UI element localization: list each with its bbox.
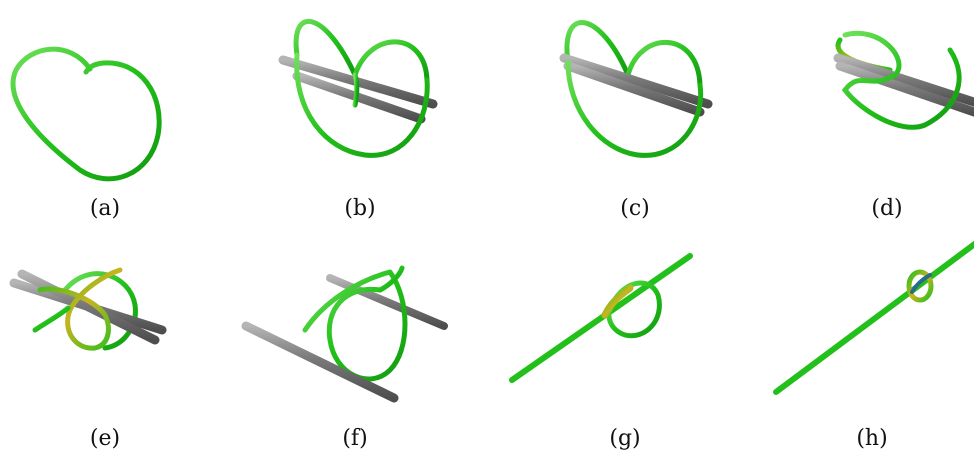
panel-g: (g) [500,230,750,453]
rope-diagram-h [770,230,974,453]
caption-c: (c) [520,196,750,221]
rod-upper [564,58,708,104]
rope [13,49,159,179]
rope-standing-part [776,240,974,392]
panel-f: (f) [230,230,480,453]
caption-b: (b) [245,196,475,221]
caption-e: (e) [0,426,210,451]
panel-a: (a) [0,0,210,230]
rope-tail [35,308,68,330]
panel-d: (d) [800,0,974,230]
rod-lower [568,66,700,112]
rope-back-2 [355,42,427,80]
caption-a: (a) [0,196,210,221]
rope-standing-part [512,256,690,380]
panel-h: (h) [770,230,974,453]
panel-b: (b) [245,0,475,230]
rope-diagram-f [230,230,480,453]
caption-d: (d) [800,196,974,221]
rope-diagram-g [500,230,750,453]
panel-e: (e) [0,230,210,453]
caption-g: (g) [500,426,750,451]
panel-c: (c) [520,0,750,230]
rope-front-2 [355,75,357,105]
rope-diagram-e [0,230,210,453]
rod-lower [246,326,394,398]
caption-f: (f) [230,426,480,451]
rope-knot-core [912,275,930,292]
caption-h: (h) [770,426,974,451]
